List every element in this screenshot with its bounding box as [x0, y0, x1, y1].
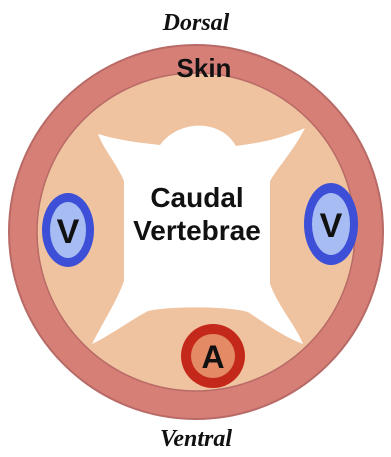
skin-label: Skin — [177, 53, 232, 83]
artery-label: A — [201, 339, 224, 375]
left-vein: V — [42, 193, 94, 267]
left-vein-label: V — [57, 213, 80, 251]
center-label-line1: Caudal — [150, 182, 243, 213]
right-vein: V — [304, 183, 358, 265]
artery: A — [181, 324, 245, 388]
right-vein-label: V — [320, 207, 343, 245]
ventral-label: Ventral — [160, 426, 232, 452]
center-label-line2: Vertebrae — [133, 215, 261, 246]
dorsal-label: Dorsal — [162, 10, 230, 36]
